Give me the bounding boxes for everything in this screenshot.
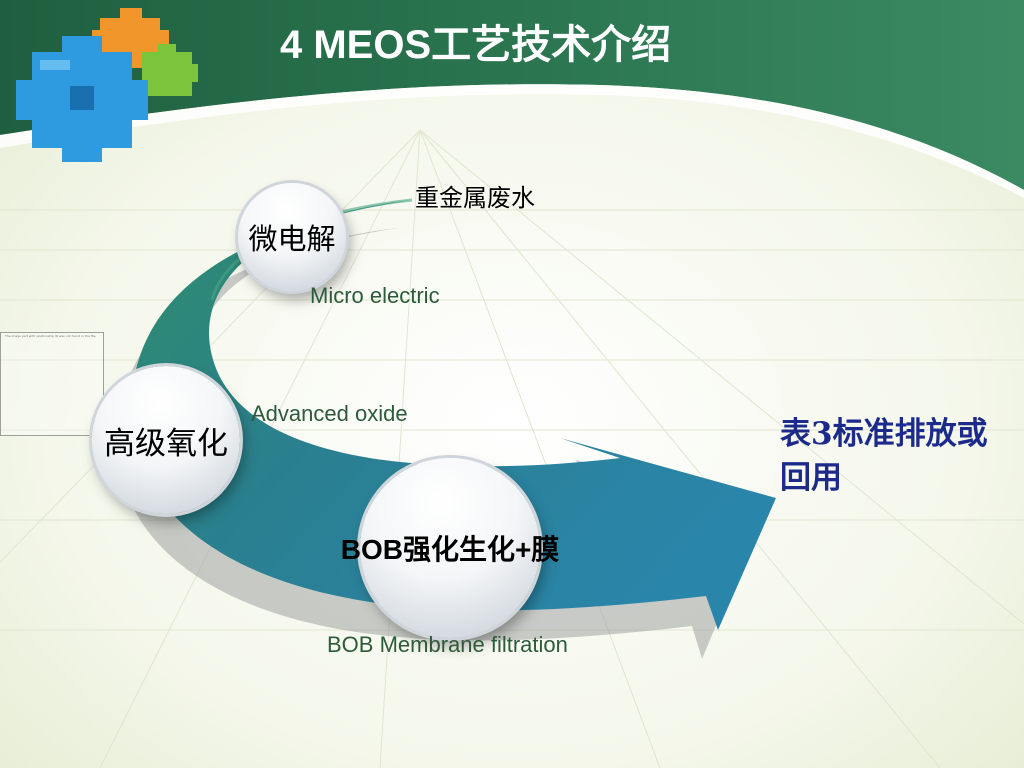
- step-micro-electric-english: Micro electric: [310, 283, 440, 308]
- missing-image-text: The image part with relationship ID was …: [5, 334, 97, 338]
- step-advanced-oxide-label: 高级氧化: [104, 425, 228, 462]
- step-micro-electric-circle: 微电解: [238, 183, 346, 291]
- result-label: 表3标准排放或回用: [780, 416, 988, 496]
- step-advanced-oxide-english: Advanced oxide: [251, 401, 408, 426]
- puzzle-cubes-logo: [16, 8, 198, 162]
- missing-image-placeholder: The image part with relationship ID was …: [0, 332, 104, 436]
- process-arrow: [131, 200, 776, 630]
- step-micro-electric-label: 微电解: [248, 222, 336, 256]
- step-bob-membrane-english: BOB Membrane filtration: [327, 632, 568, 657]
- step-advanced-oxide-circle: 高级氧化: [92, 366, 240, 514]
- slide-title: 4 MEOS工艺技术介绍: [280, 23, 672, 67]
- header-band: [0, 0, 1024, 190]
- source-label: 重金属废水: [415, 184, 535, 212]
- step-bob-membrane-circle: BOB强化生化+膜: [341, 458, 559, 638]
- step-bob-membrane-label: BOB强化生化+膜: [340, 534, 560, 565]
